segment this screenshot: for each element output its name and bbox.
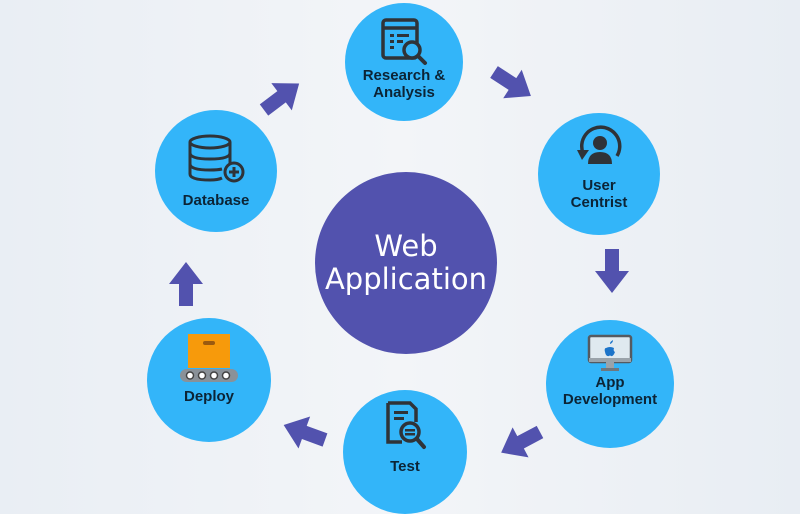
database-add-icon: [188, 134, 245, 183]
node-deploy: Deploy: [147, 318, 271, 442]
center-web-application: Web Application: [315, 172, 497, 354]
node-label: Analysis: [373, 84, 435, 101]
node-label: Database: [182, 192, 250, 209]
node-label: User: [582, 177, 616, 194]
node-label: Research &: [362, 67, 446, 84]
user-refresh-icon: [577, 125, 622, 164]
arrow-test-to-deploy: [277, 408, 331, 456]
node-research-analysis: Research & Analysis: [345, 3, 463, 121]
node-label: Test: [390, 458, 420, 475]
arrow-database-to-research: [253, 69, 310, 124]
node-test: Test: [343, 390, 467, 514]
center-title-line2: Application: [324, 262, 488, 296]
node-label: Centrist: [570, 194, 628, 211]
arrow-app-to-test: [493, 416, 548, 468]
node-label: Development: [562, 391, 658, 408]
test-document-search-icon: [386, 401, 426, 449]
arrow-research-to-user: [484, 57, 541, 111]
node-label: App: [595, 374, 625, 391]
flow-arrows: [169, 57, 629, 468]
conveyor-box-icon: [180, 334, 238, 382]
node-database: Database: [155, 110, 277, 232]
research-report-icon: [381, 18, 427, 65]
node-label: Deploy: [183, 388, 234, 405]
node-user-centrist: User Centrist: [538, 113, 660, 235]
center-title-line1: Web: [374, 229, 438, 263]
arrow-deploy-to-database: [169, 262, 203, 306]
apple-monitor-icon: [587, 334, 633, 371]
arrow-user-to-app: [595, 249, 629, 293]
node-app-development: App Development: [546, 320, 674, 448]
